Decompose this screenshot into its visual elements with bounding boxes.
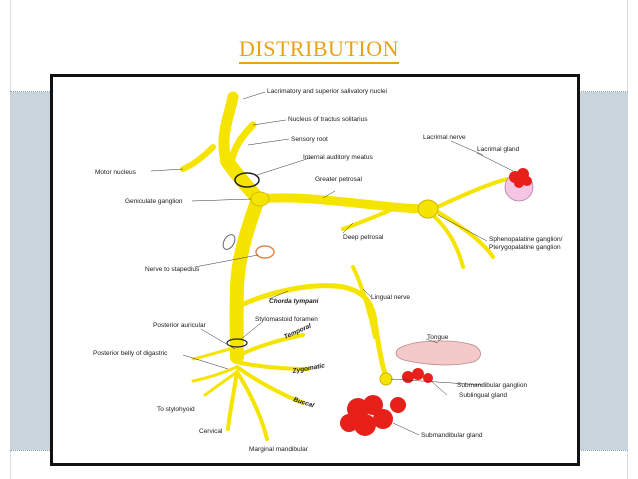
stylomastoid-ring: [226, 338, 248, 348]
facial-trunk-upper: [220, 154, 265, 206]
label-nucleus-tractus: Nucleus of tractus solitarius: [288, 116, 368, 123]
temporal-branch: [235, 333, 305, 359]
label-sensory-root: Sensory root: [291, 136, 328, 143]
label-sphenopalatine-2: Pterygopalatine ganglion: [489, 244, 561, 251]
sphenopalatine-ganglion: [417, 199, 439, 219]
geniculate-ganglion: [250, 191, 270, 207]
stapedius-outline: [255, 245, 275, 259]
posterior-auricular-branch: [191, 345, 239, 361]
label-nerve-stapedius: Nerve to stapedius: [145, 266, 200, 273]
chorda-tympani-nerve: [234, 283, 389, 380]
label-sublingual-gland: Sublingual gland: [459, 392, 507, 399]
label-lacrimatory-nuclei: Lacrimatory and superior salivatory nucl…: [267, 88, 387, 95]
label-buccal: Buccal: [292, 396, 315, 409]
lacrimal-gland: [509, 168, 532, 188]
label-chorda-tympani: Chorda tympani: [269, 298, 319, 305]
label-submandibular-gland: Submandibular gland: [421, 432, 483, 439]
facial-nerve-diagram: Lacrimatory and superior salivatory nucl…: [50, 74, 580, 466]
palatine-branch-2: [426, 209, 465, 269]
label-posterior-auricular: Posterior auricular: [153, 322, 207, 329]
label-cervical: Cervical: [199, 428, 223, 435]
label-to-stylohyoid: To stylohyoid: [157, 406, 195, 413]
label-internal-auditory: Internal auditory meatus: [303, 154, 373, 161]
label-tongue: Tongue: [427, 334, 449, 341]
deep-petrosal-nerve: [341, 207, 395, 231]
slide-title: DISTRIBUTION: [0, 36, 638, 64]
label-submandibular-ganglion: Submandibular ganglion: [457, 382, 527, 389]
diagram-svg: Lacrimatory and superior salivatory nucl…: [93, 88, 563, 453]
stylohyoid-branch: [203, 370, 239, 397]
submandibular-gland: [340, 395, 406, 436]
marginal-mandibular-branch: [235, 370, 269, 441]
label-sphenopalatine-1: Sphenopalatine ganglion/: [489, 236, 563, 243]
label-stylomastoid: Stylomastoid foramen: [255, 316, 318, 323]
nerve-root-1: [218, 91, 239, 163]
tongue-shape: [395, 340, 481, 366]
label-marginal-mandibular: Marginal mandibular: [249, 446, 309, 453]
lacrimal-branch: [431, 177, 510, 211]
leader-lines: [150, 91, 514, 436]
motor-root: [180, 144, 216, 172]
label-geniculate: Geniculate ganglion: [125, 198, 183, 205]
label-lacrimal-nerve: Lacrimal nerve: [423, 134, 466, 141]
submandibular-ganglion: [379, 372, 393, 386]
zygomatic-branch: [235, 360, 310, 371]
lingual-nerve: [351, 265, 377, 339]
label-posterior-belly: Posterior belly of digastric: [93, 350, 168, 357]
label-deep-petrosal: Deep petrosal: [343, 234, 384, 241]
greater-petrosal-nerve: [253, 193, 438, 214]
cervical-branch: [226, 370, 239, 431]
label-greater-petrosal: Greater petrosal: [315, 176, 363, 183]
sublingual-gland: [402, 368, 433, 383]
buccal-branch: [235, 365, 305, 405]
palatine-branch-1: [431, 207, 495, 259]
stapes-outline: [222, 234, 236, 250]
facial-trunk-descending: [229, 192, 265, 364]
digastric-branch: [191, 365, 239, 383]
slide-title-text: DISTRIBUTION: [239, 36, 399, 64]
label-motor-nucleus: Motor nucleus: [95, 169, 137, 176]
auditory-meatus-ring: [234, 172, 260, 188]
label-zygomatic: Zygomatic: [291, 362, 326, 375]
label-lingual-nerve: Lingual nerve: [371, 294, 410, 301]
label-lacrimal-gland: Lacrimal gland: [477, 146, 520, 153]
